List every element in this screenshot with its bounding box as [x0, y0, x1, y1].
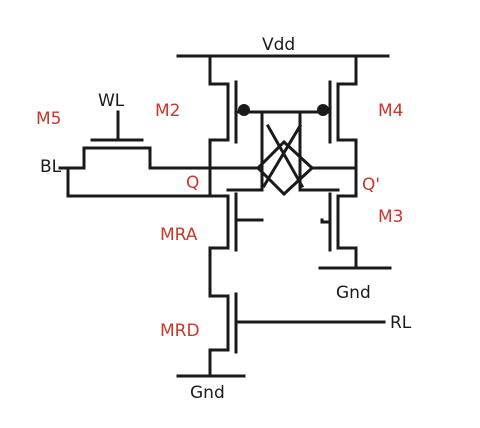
bl-label: BL: [40, 157, 62, 177]
m4-label: M4: [378, 101, 403, 121]
mrd-label: MRD: [160, 321, 200, 341]
m2-label: M2: [155, 101, 180, 121]
mra-label: MRA: [160, 225, 198, 245]
gnd-right-label: Gnd: [336, 283, 371, 303]
cross-coupling: [208, 110, 358, 197]
transistor-m2: M2: [155, 54, 250, 170]
rl-label: RL: [390, 313, 412, 333]
vdd-rail: Vdd: [176, 35, 390, 58]
gnd-bottom-label: Gnd: [190, 383, 225, 403]
m3-label: M3: [378, 207, 403, 227]
bit-line: BL: [40, 157, 230, 198]
transistor-m4: M4: [317, 54, 403, 170]
m4-gate-bubble: [317, 104, 329, 116]
transistor-m5: WL M5: [36, 91, 212, 170]
transistor-mrd: MRD RL Gnd: [160, 270, 412, 403]
q-label: Q: [186, 173, 199, 193]
m5-label: M5: [36, 109, 61, 129]
transistor-m3: M3 Gnd: [318, 166, 403, 303]
qbar-label: Q': [362, 175, 380, 195]
storage-nodes: Q Q': [186, 173, 380, 195]
wl-label: WL: [98, 91, 125, 111]
transistor-mra: MRA: [160, 166, 264, 274]
vdd-label: Vdd: [262, 35, 295, 55]
m2-gate-bubble: [238, 104, 250, 116]
